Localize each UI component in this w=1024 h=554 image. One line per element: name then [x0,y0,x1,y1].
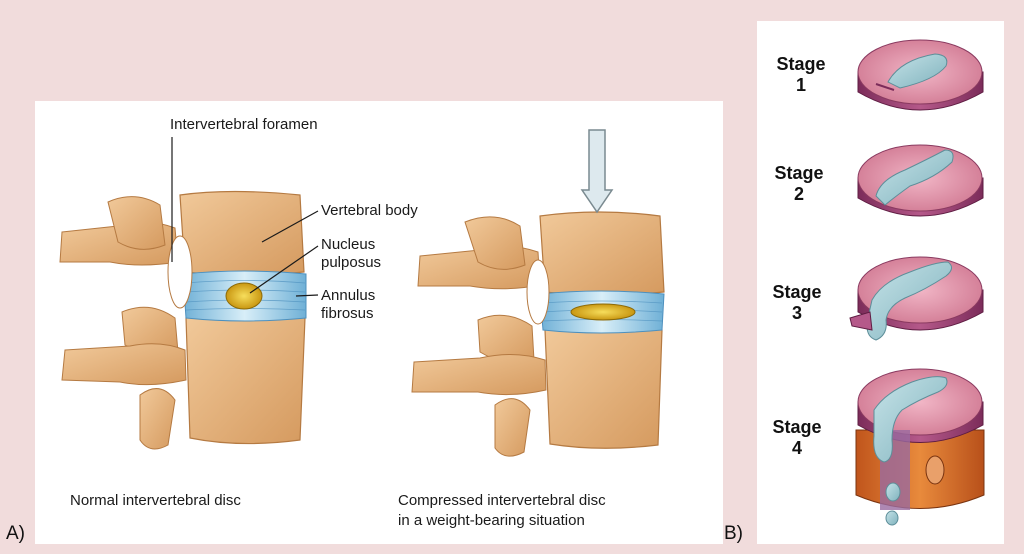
lower-transverse-process [61,343,187,386]
nucleus-pulposus [225,282,263,310]
caption-compressed-line1: Compressed intervertebral disc [398,492,606,509]
label-nucleus-line2: pulposus [321,254,382,271]
stage-4-disc [855,368,985,526]
label-nucleus-line1: Nucleus [321,236,376,253]
load-arrow [580,129,614,214]
stage-2-label: Stage 2 [764,163,834,205]
stage-1-label: Stage 1 [766,54,836,96]
stage-4-nucleus [873,376,948,463]
stage-2-word: Stage [774,163,824,183]
stage-2-nucleus [875,149,954,206]
stage-1-disc [857,39,984,111]
label-intervertebral-foramen: Intervertebral foramen [170,116,318,133]
stage-4-label: Stage 4 [762,417,832,459]
intervertebral-foramen [167,235,193,309]
spinous-process [139,388,176,450]
stage-2-disc [857,144,984,217]
leader-lines [171,137,319,297]
stage-4-word: Stage [772,417,822,437]
stage-2-number: 2 [793,184,804,204]
stage-3-word: Stage [772,282,822,302]
stage-1-nucleus [887,53,948,89]
stage-3-label: Stage 3 [762,282,832,324]
stage-1-number: 1 [795,75,806,95]
label-vertebral-body: Vertebral body [321,202,418,219]
upper-facet [107,196,166,250]
stage-4-number: 4 [791,438,802,458]
stage-3-disc [849,256,984,341]
panel-a-letter: A) [6,523,25,544]
normal-spine-illustration [59,190,307,450]
stage-3-nucleus [866,261,952,341]
stage-3-number: 3 [791,303,802,323]
compressed-spine-illustration [411,211,665,457]
label-annulus-line2: fibrosus [321,305,374,322]
label-annulus-line1: Annulus [321,287,376,304]
panel-b-letter: B) [724,523,743,544]
caption-normal-disc: Normal intervertebral disc [70,492,241,509]
stage-1-word: Stage [776,54,826,74]
compressed-nucleus [570,303,636,321]
caption-compressed-line2: in a weight-bearing situation [398,512,585,529]
